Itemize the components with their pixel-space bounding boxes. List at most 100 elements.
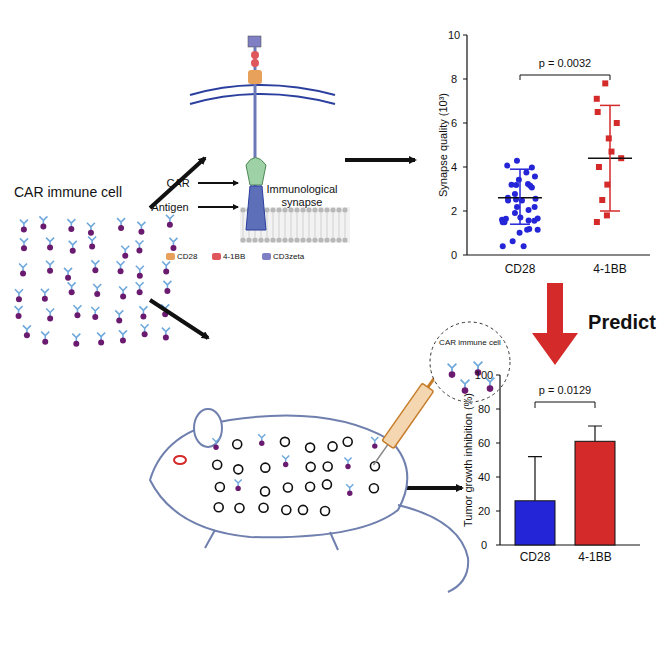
- immune-cell: [65, 275, 71, 281]
- tick: [463, 35, 467, 36]
- tick: [496, 545, 500, 546]
- immune-cell: [259, 441, 264, 446]
- lipid-head: [318, 237, 323, 242]
- immune-cell: [118, 225, 124, 231]
- immune-cell: [73, 341, 79, 347]
- tumor-cell: [306, 462, 315, 471]
- immune-cell: [235, 486, 240, 491]
- immune-cell: [92, 314, 98, 320]
- sd-cap: [510, 168, 530, 170]
- lipid-head: [288, 207, 293, 212]
- immune-cell: [16, 296, 22, 302]
- immune-cell: [21, 245, 27, 251]
- immune-cell: [163, 335, 169, 341]
- lipid-head: [276, 207, 281, 212]
- tumor-cell: [261, 463, 270, 472]
- data-point: [596, 164, 602, 170]
- legend-text: CD3zeta: [273, 252, 304, 261]
- immune-cell: [142, 331, 148, 337]
- immune-cell: [89, 244, 95, 250]
- lipid-head: [276, 237, 281, 242]
- immune-cell: [94, 291, 100, 297]
- lipid-tail: [339, 213, 340, 237]
- tumor-cell: [261, 487, 270, 496]
- data-point: [594, 96, 600, 102]
- immune-cell: [24, 332, 30, 338]
- lipid-head: [270, 207, 275, 212]
- immune-cell: [163, 269, 169, 275]
- immune-cell: [138, 229, 144, 235]
- immune-cell: [74, 312, 80, 318]
- data-point: [532, 173, 538, 179]
- data-point: [602, 80, 608, 86]
- immune-cell: [92, 267, 98, 273]
- lipid-head: [324, 237, 329, 242]
- lipid-tail: [327, 213, 328, 237]
- immune-cell: [47, 315, 53, 321]
- tick-label: 100: [475, 369, 493, 382]
- immune-cell: [47, 268, 53, 274]
- lipid-head: [324, 207, 329, 212]
- sd-line: [519, 169, 521, 224]
- tumor-cell: [215, 483, 224, 492]
- data-point: [614, 120, 620, 126]
- data-point: [521, 243, 527, 249]
- tumor-cell: [280, 437, 289, 446]
- tick: [496, 443, 500, 444]
- lipid-tail: [309, 213, 310, 237]
- lipid-head: [318, 207, 323, 212]
- immune-cell: [487, 385, 494, 392]
- tumor-cell: [233, 440, 242, 449]
- legend-swatch: [262, 253, 271, 260]
- lipid-head: [282, 207, 287, 212]
- tick: [463, 79, 467, 80]
- category-label: 4-1BB: [593, 263, 626, 277]
- immune-cell: [42, 296, 48, 302]
- immune-cell: [16, 313, 22, 319]
- tick: [463, 123, 467, 124]
- axis-title: Synapse quality (10³): [437, 93, 450, 197]
- lipid-tail: [243, 213, 244, 237]
- data-point: [514, 158, 520, 164]
- tick: [463, 255, 467, 256]
- tumor-cell: [282, 505, 291, 514]
- tick: [496, 511, 500, 512]
- sd-cap: [600, 210, 620, 212]
- tick-label: 40: [478, 471, 490, 484]
- immune-cell: [137, 289, 143, 295]
- immune-cell: [167, 222, 173, 228]
- legend-swatch: [166, 253, 175, 260]
- immune-cell: [372, 443, 377, 448]
- data-point: [512, 191, 518, 197]
- legend-item: 4-1BB: [212, 252, 245, 261]
- lipid-head: [312, 237, 317, 242]
- arrow-label: Predict: [588, 311, 656, 334]
- sd-cap: [600, 105, 620, 107]
- immune-cell: [137, 273, 143, 279]
- immune-cell: [347, 491, 352, 496]
- lipid-tail: [285, 213, 286, 237]
- immune-cell: [69, 289, 75, 295]
- immune-cell: [47, 245, 53, 251]
- immune-cell: [116, 317, 122, 323]
- category-label: CD28: [505, 263, 536, 277]
- immune-cell: [136, 247, 142, 253]
- lipid-head: [312, 207, 317, 212]
- immune-cell: [21, 227, 27, 233]
- data-point: [525, 181, 531, 187]
- data-point: [513, 182, 519, 188]
- tick-label: 6: [451, 117, 457, 130]
- tick-label: 10: [448, 29, 460, 42]
- tick: [496, 409, 500, 410]
- legend-text: 4-1BB: [223, 252, 245, 261]
- tick: [463, 211, 467, 212]
- data-point: [526, 218, 532, 224]
- tumor-cell: [321, 506, 330, 515]
- data-point: [526, 207, 532, 213]
- lipid-head: [288, 237, 293, 242]
- lipid-tail: [315, 213, 316, 237]
- tumor-cell: [322, 480, 331, 489]
- data-point: [526, 226, 532, 232]
- tick-label: 60: [478, 437, 490, 450]
